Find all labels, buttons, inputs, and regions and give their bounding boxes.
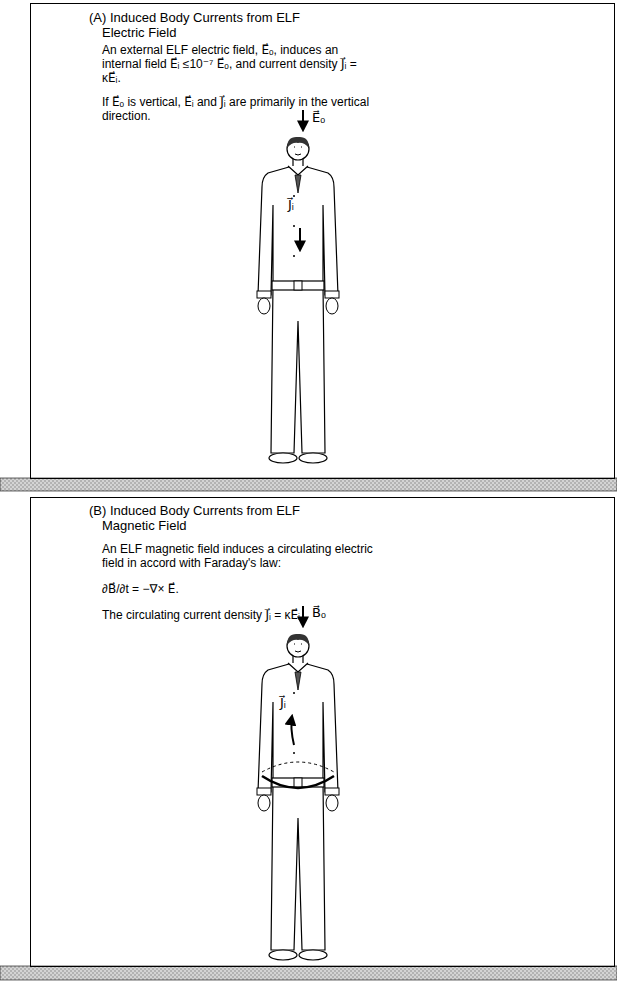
panel-text: ∂B⃗/∂t = −∇× E⃗. xyxy=(102,582,374,596)
current-loop xyxy=(262,776,334,788)
panel-text: If E⃗ₒ is vertical, E⃗ᵢ and J⃗ᵢ are prim… xyxy=(102,95,374,123)
vector-label: J⃗ᵢ xyxy=(279,696,287,710)
person-figure xyxy=(257,634,339,960)
current-arrow xyxy=(299,228,301,250)
vector-label: J⃗ᵢ xyxy=(287,198,295,212)
panel-text: The circulating current density J⃗ᵢ = κE… xyxy=(102,608,374,622)
vector-label: B⃗ₒ xyxy=(311,606,327,620)
current-loop xyxy=(262,762,334,772)
person-figure xyxy=(257,137,339,463)
current-arrow xyxy=(291,716,294,745)
panel-heading: (A) Induced Body Currents from ELF Elect… xyxy=(89,10,332,40)
panel-text: An external ELF electric field, E⃗ₒ, ind… xyxy=(102,43,374,85)
ground-strip xyxy=(0,478,617,491)
panel-heading: (B) Induced Body Currents from ELF Magne… xyxy=(89,503,342,533)
panel-box: (A) Induced Body Currents from ELF Elect… xyxy=(30,3,615,479)
panel-box: (B) Induced Body Currents from ELF Magne… xyxy=(30,497,615,967)
panel-text: An ELF magnetic field induces a circulat… xyxy=(102,542,374,570)
field-arrow xyxy=(302,110,304,130)
vector-label: E⃗ₒ xyxy=(311,111,326,125)
ground-strip xyxy=(0,966,617,980)
